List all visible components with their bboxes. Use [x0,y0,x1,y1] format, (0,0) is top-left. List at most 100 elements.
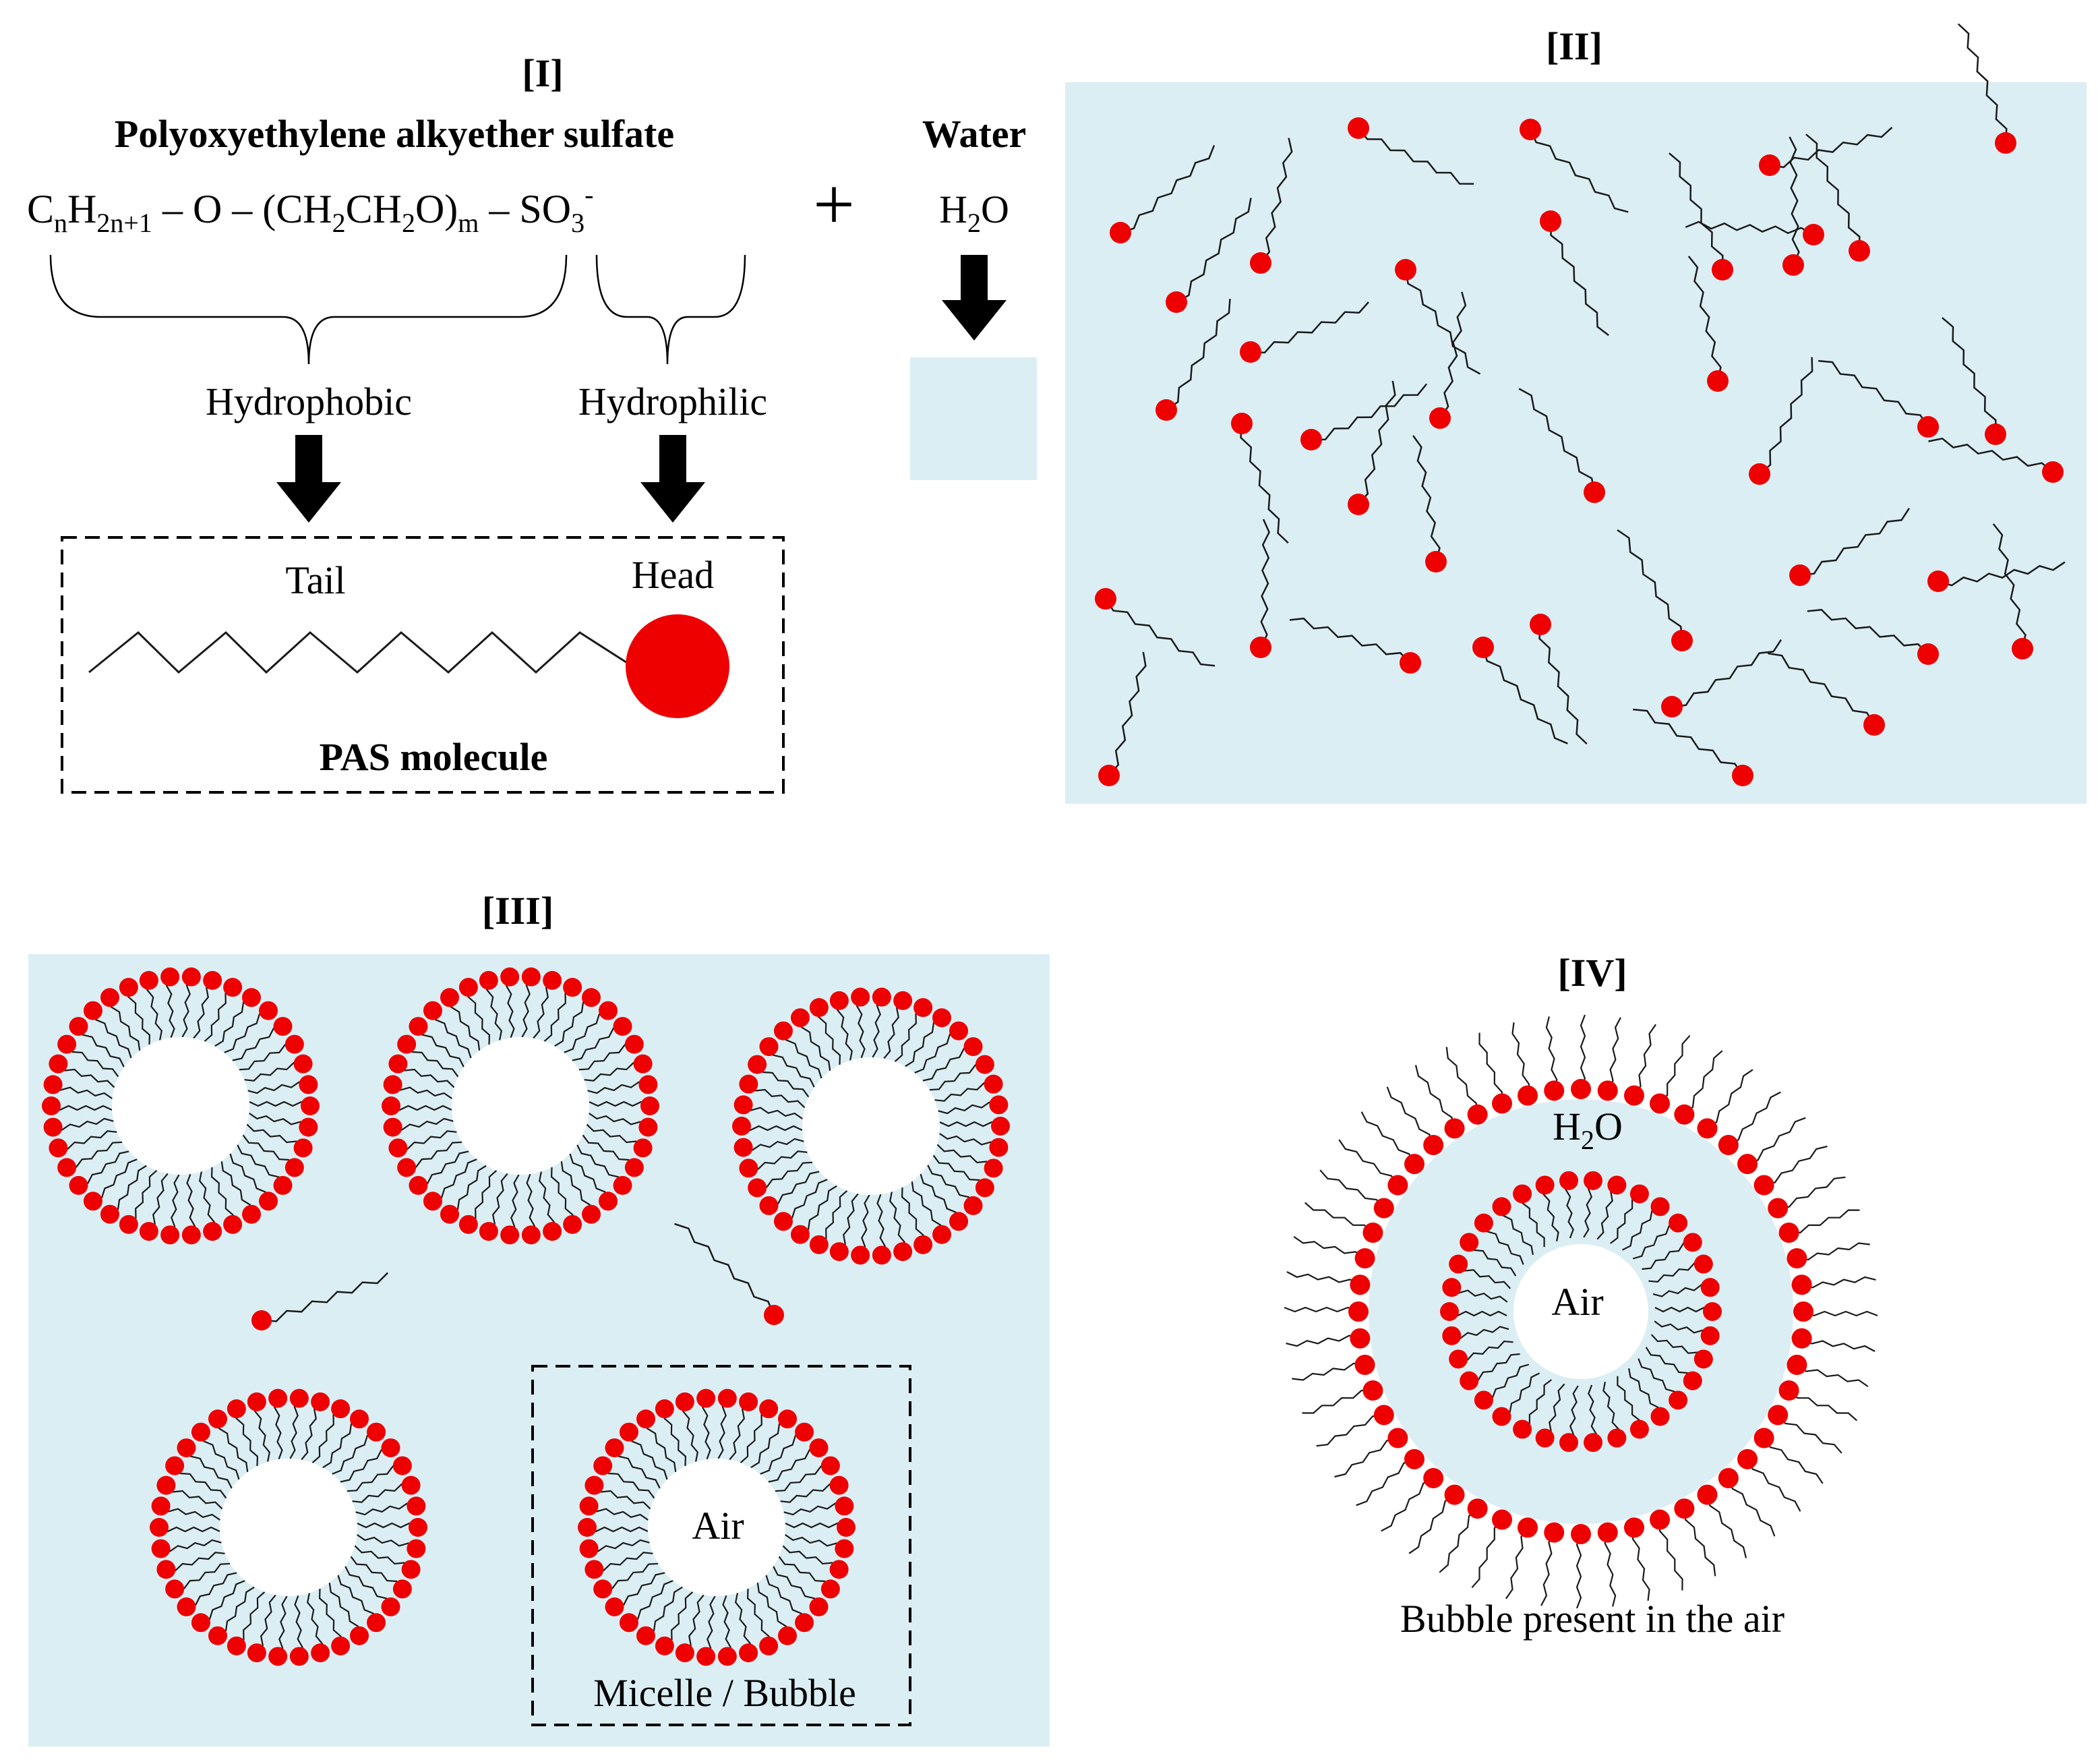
molecule-tail [765,1575,806,1623]
molecule-head [1544,1522,1565,1543]
molecule-head [227,1399,246,1419]
molecule-tail [526,1173,536,1235]
molecule-head [1849,240,1870,262]
molecule-tail [407,1141,462,1169]
molecule-head [809,1597,829,1616]
pas-molecule-box [61,536,785,794]
bubble-water-formula: H2O [1553,1105,1623,1155]
molecule-head [696,1647,716,1666]
molecule-tail [277,1595,288,1657]
molecule-tail [1483,1363,1530,1401]
bubble [1284,1014,1878,1609]
molecule-head [458,1214,478,1234]
molecule-head [837,1518,856,1537]
molecule-head [593,1456,613,1475]
molecule-head [739,1158,758,1178]
molecule-tail [1505,1527,1528,1600]
molecule-tail [594,1552,653,1571]
molecule-head [1700,1278,1720,1297]
molecule-head [733,1095,753,1115]
molecule-tail [1286,1334,1360,1347]
molecule-tail [628,1580,673,1624]
molecule-tail [1545,1016,1558,1091]
molecule-tail [352,1484,411,1503]
molecule-tail [1801,1276,1876,1289]
molecule-tail [1658,1519,1683,1591]
molecule-head [1607,1175,1627,1195]
molecule-tail [1687,256,1722,382]
molecule-tail [1540,1532,1555,1606]
molecule-tail [1538,624,1588,745]
molecule-head [165,1456,185,1475]
molecule-head [301,1096,320,1115]
molecule-head [1460,1371,1479,1390]
molecule-head [1753,1175,1774,1196]
molecule-head [829,991,849,1010]
molecule-tail [554,997,592,1047]
molecule-tail [929,1063,985,1091]
molecule-tail [204,987,233,1043]
molecule-head [717,1647,737,1666]
molecule-head [1231,413,1253,434]
molecule-tail [355,1502,417,1516]
molecule-tail [1617,529,1683,641]
molecule-head [1583,1171,1602,1190]
molecule-head [1703,1302,1722,1321]
molecule-tail [1648,1262,1704,1283]
molecule-tail [768,1447,819,1483]
molecule-head [809,998,829,1018]
molecule-head [1373,1198,1394,1219]
molecule-head [619,1613,638,1633]
molecule-head [382,1096,400,1115]
molecule-tail [193,980,213,1039]
molecule-tail [1818,359,1929,428]
water-formula: H2O [939,187,1009,238]
molecule-head [1782,254,1804,276]
molecule-head [1474,1213,1493,1233]
molecule-tail [1638,1358,1679,1401]
molecule-tail [1789,136,1800,266]
molecule-head [1718,1468,1739,1489]
molecule-tail [1358,380,1396,505]
hydrophilic-label: Hydrophilic [578,380,767,423]
molecule-tail [905,1017,942,1067]
molecule-head [1791,1274,1812,1295]
molecule-tail [1471,1519,1503,1589]
plus-sign: + [813,163,855,245]
molecule-head [1350,1274,1371,1295]
molecule-head [1778,1222,1799,1243]
molecule-tail [1358,127,1474,185]
molecule-tail [1408,1494,1456,1554]
molecule-head [605,1438,624,1458]
hydrophilic-brace [595,254,746,365]
molecule-tail [398,1130,457,1150]
molecule-head [1768,1198,1789,1219]
molecule-head [1787,1248,1807,1269]
molecule-tail [256,1594,276,1653]
molecule-tail [911,1181,943,1235]
molecule-tail [1685,221,1814,236]
molecule-head [150,1518,169,1537]
molecule-tail [1544,1383,1565,1439]
molecule-tail [406,1043,459,1078]
molecule-head [177,1438,196,1458]
molecule-head [1354,1248,1375,1269]
molecule-tail [1799,508,1911,577]
molecule-head [1650,1509,1671,1530]
molecule-tail [418,1150,469,1186]
head-label: Head [632,553,714,597]
molecule-tail [392,1084,453,1100]
molecule-head [1697,1484,1718,1505]
molecule-head [1737,1448,1758,1469]
molecule-head [1583,1433,1602,1453]
molecule-head [1442,1278,1462,1297]
panel-I: [I] Polyoxyethylene alkyether sulfate Cn… [27,51,785,794]
molecule-head [795,1613,814,1633]
molecule-tail [1580,1014,1586,1090]
panel-I-label: [I] [522,51,563,95]
molecule-head [311,1643,330,1663]
molecule-head [1095,588,1116,610]
molecule-tail [748,1150,808,1170]
molecule-head [367,1613,386,1633]
molecule-tail [1439,1508,1478,1573]
